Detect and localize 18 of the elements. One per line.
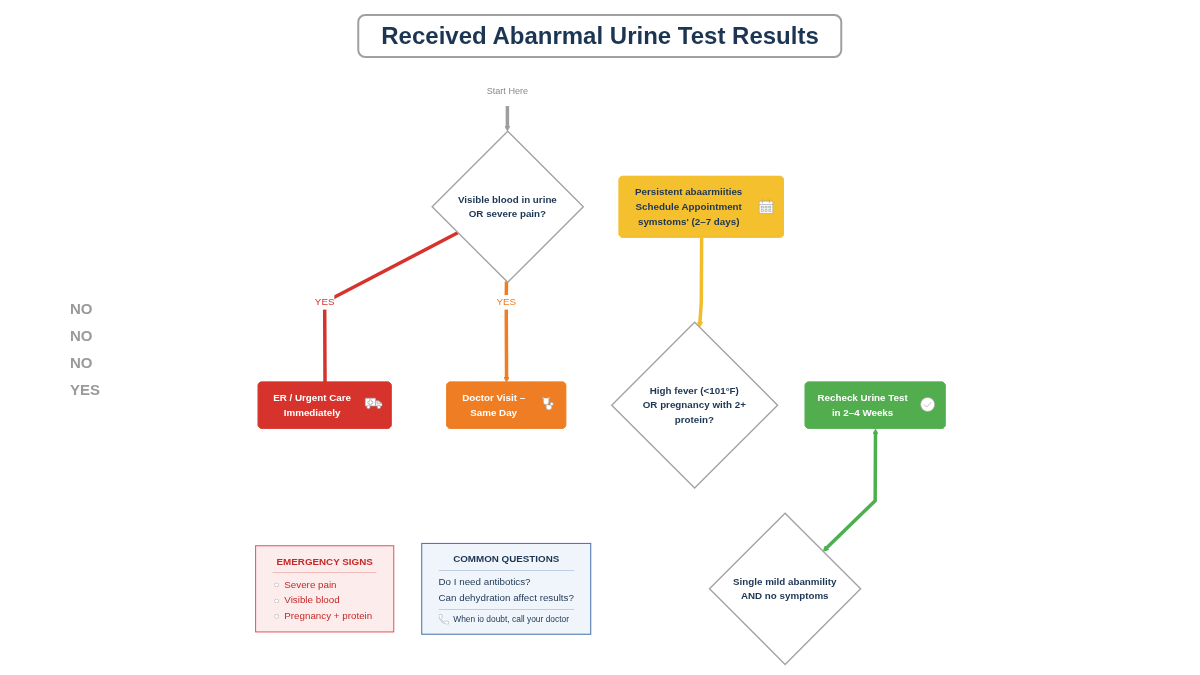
branch-label: YES [70, 381, 100, 398]
connector [322, 231, 459, 383]
edge-label: YES [496, 296, 516, 308]
arrow [503, 281, 510, 383]
arrow [822, 428, 879, 552]
node-diamond: Visible blood in urine OR severe pain? [430, 130, 584, 284]
arrow [503, 106, 511, 132]
node-box: EMERGENCY SIGNS Severe pain Visible blood Pregnancy + protein [254, 545, 394, 633]
node-text: Start Here [486, 85, 528, 96]
arrow [696, 237, 703, 328]
branch-label: NO [70, 354, 94, 371]
node-diamond: High fever (<101°F) OR pregnancy with 2+ protein? [610, 321, 779, 490]
branch-label: NO [70, 300, 94, 317]
branch-label: NO [70, 327, 94, 344]
node-diamond: Single mild abanmility AND no symptoms [708, 512, 862, 666]
node-box: COMMON QUESTIONS Do I need antibotics? Can dehydration affect results? When io doubt, call your doctor [420, 542, 591, 635]
edge-label: YES [314, 296, 335, 308]
title: Received Abanrmal Urine Test Results [357, 14, 843, 58]
